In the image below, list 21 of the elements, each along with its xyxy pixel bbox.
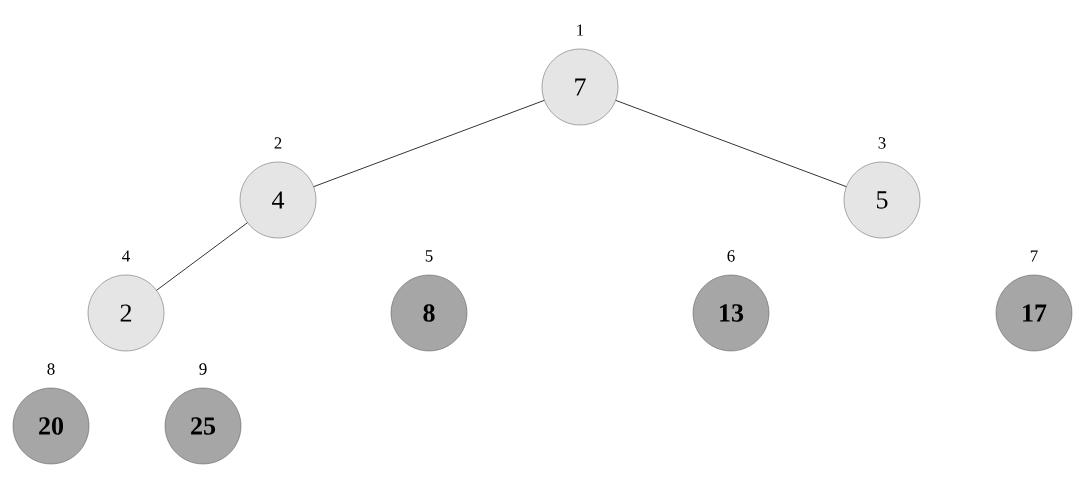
heap-node: 7 xyxy=(541,48,619,126)
heap-node: 25 xyxy=(164,387,242,465)
tree-edge xyxy=(313,99,545,187)
tree-edge xyxy=(156,222,248,291)
index-label: 2 xyxy=(274,137,282,149)
heap-node: 8 xyxy=(390,274,468,352)
heap-node: 2 xyxy=(87,274,165,352)
heap-node: 17 xyxy=(995,274,1073,352)
index-label: 1 xyxy=(577,24,584,36)
heap-node: 4 xyxy=(239,161,317,239)
heap-node: 13 xyxy=(692,274,770,352)
index-label: 6 xyxy=(727,250,735,262)
heap-node: 5 xyxy=(843,161,921,239)
index-label: 3 xyxy=(878,137,886,149)
index-label: 4 xyxy=(122,250,130,262)
index-label: 7 xyxy=(1030,250,1038,262)
index-label: 9 xyxy=(199,363,207,375)
index-label: 5 xyxy=(425,250,433,262)
tree-edge xyxy=(615,99,847,187)
heap-node: 20 xyxy=(12,387,90,465)
index-label: 8 xyxy=(47,363,55,375)
